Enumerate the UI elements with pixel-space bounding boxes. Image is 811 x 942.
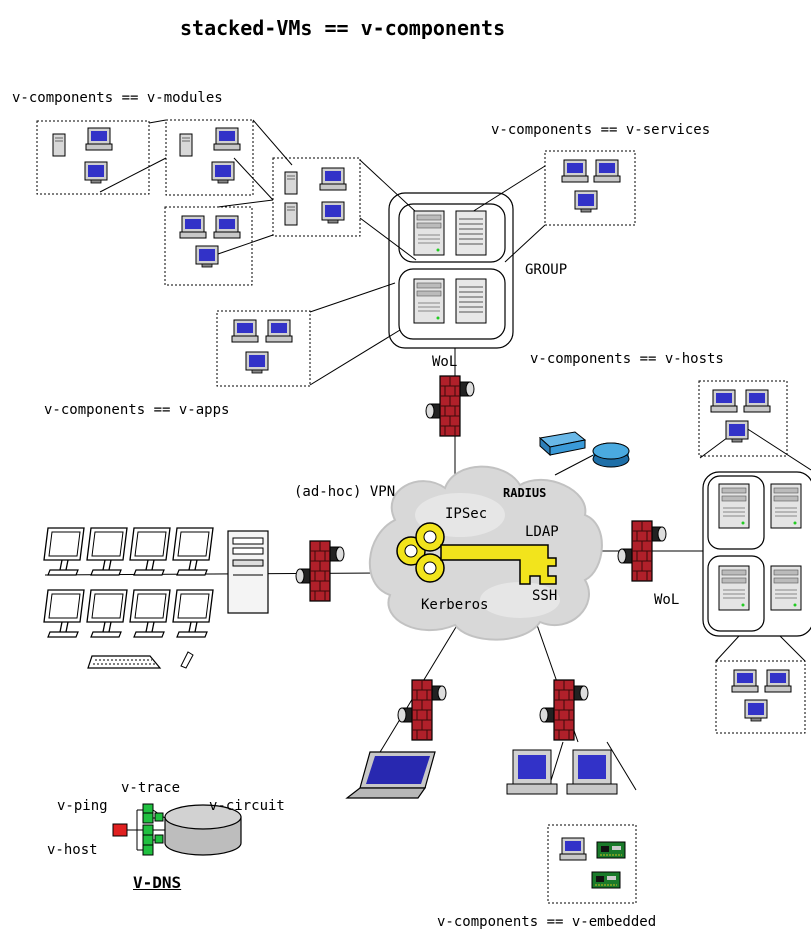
label-v-dns: V-DNS <box>133 873 182 892</box>
label-ssh: SSH <box>532 588 558 604</box>
group-server-box <box>388 192 514 349</box>
label-v-embedded: v-components == v-embedded <box>437 914 657 930</box>
embedded-pcs <box>506 749 618 795</box>
label-radius: RADIUS <box>503 486 547 500</box>
label-vpn: (ad-hoc) VPN <box>294 484 396 500</box>
modules-box-4 <box>164 206 253 286</box>
services-box <box>544 150 636 226</box>
radius-router <box>592 442 630 468</box>
hosts-box <box>698 380 788 457</box>
label-v-trace: v-trace <box>121 780 181 796</box>
label-ipsec: IPSec <box>445 506 488 522</box>
label-wol-right: WoL <box>654 592 680 608</box>
embedded-box <box>547 824 637 904</box>
label-v-apps: v-components == v-apps <box>44 402 230 418</box>
laptop <box>345 751 436 799</box>
label-v-services: v-components == v-services <box>491 122 711 138</box>
modules-box-2 <box>165 119 254 196</box>
label-v-ping: v-ping <box>57 798 108 814</box>
workstation-cluster <box>43 527 269 669</box>
diagram-title: stacked-VMs == v-components <box>180 16 506 40</box>
apps-box <box>216 310 311 387</box>
radius-switch <box>538 431 587 457</box>
hosts-server-box <box>702 471 811 637</box>
firewall-left <box>295 540 345 602</box>
firewall-bottom-left <box>397 679 447 741</box>
modules-box-3 <box>272 157 361 237</box>
modules-box-1 <box>36 120 150 195</box>
label-v-host: v-host <box>47 842 98 858</box>
hosts-box-lower <box>715 660 806 734</box>
label-group: GROUP <box>525 262 568 278</box>
label-v-hosts: v-components == v-hosts <box>530 351 724 367</box>
label-kerberos: Kerberos <box>421 597 489 613</box>
firewall-top <box>425 375 475 437</box>
label-v-modules: v-components == v-modules <box>12 90 223 106</box>
firewall-bottom-right <box>539 679 589 741</box>
label-ldap: LDAP <box>525 524 559 540</box>
kerberos-key <box>396 522 557 585</box>
vdns-diagram <box>112 803 242 856</box>
label-v-circuit: v-circuit <box>209 798 285 814</box>
label-wol-top: WoL <box>432 354 458 370</box>
